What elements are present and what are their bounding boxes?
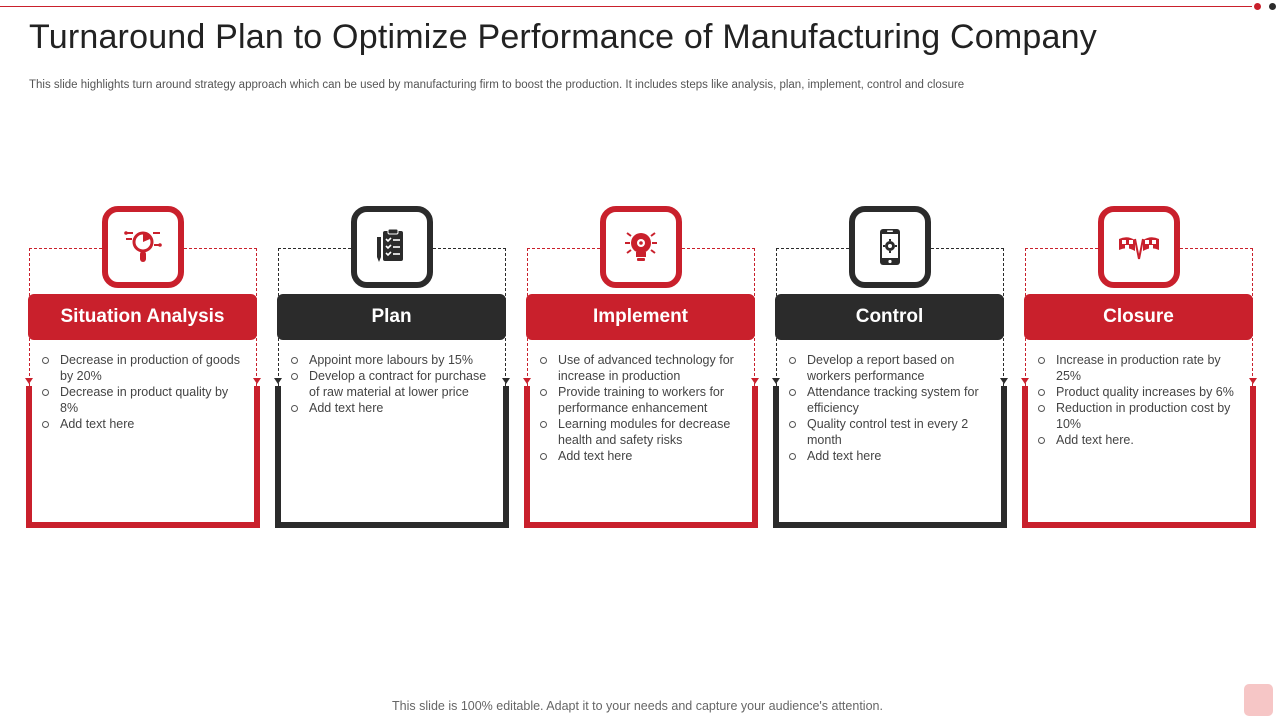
card-tick	[523, 378, 531, 384]
card-tick	[1000, 378, 1008, 384]
step-card-situation-analysis: Situation Analysis Decrease in productio…	[25, 206, 261, 528]
list-item[interactable]: Learning modules for decrease health and…	[538, 416, 744, 448]
list-item[interactable]: Attendance tracking system for efficienc…	[787, 384, 993, 416]
step-heading[interactable]: Plan	[277, 294, 506, 340]
list-item[interactable]: Add text here.	[1036, 432, 1242, 448]
list-item[interactable]: Add text here	[40, 416, 246, 432]
icon-frame	[1098, 206, 1180, 288]
card-tick	[502, 378, 510, 384]
step-bullets: Increase in production rate by 25% Produ…	[1036, 352, 1242, 448]
list-item[interactable]: Provide training to workers for performa…	[538, 384, 744, 416]
card-tick	[772, 378, 780, 384]
step-bullets: Appoint more labours by 15% Develop a co…	[289, 352, 495, 416]
step-heading[interactable]: Implement	[526, 294, 755, 340]
list-item[interactable]: Quality control test in every 2 month	[787, 416, 993, 448]
icon-frame	[102, 206, 184, 288]
step-bullets: Use of advanced technology for increase …	[538, 352, 744, 464]
step-heading[interactable]: Closure	[1024, 294, 1253, 340]
icon-frame	[600, 206, 682, 288]
card-tick	[1249, 378, 1257, 384]
card-tick	[751, 378, 759, 384]
step-card-closure: Closure Increase in production rate by 2…	[1021, 206, 1257, 528]
card-bottom-border	[26, 386, 260, 528]
card-tick	[25, 378, 33, 384]
list-item[interactable]: Decrease in product quality by 8%	[40, 384, 246, 416]
list-item[interactable]: Add text here	[289, 400, 495, 416]
step-bullets: Decrease in production of goods by 20% D…	[40, 352, 246, 432]
accent-dot-dark	[1269, 3, 1276, 10]
card-bottom-border	[275, 386, 509, 528]
magnifier-chart-icon	[114, 218, 172, 276]
list-item[interactable]: Product quality increases by 6%	[1036, 384, 1242, 400]
list-item[interactable]: Decrease in production of goods by 20%	[40, 352, 246, 384]
slide-footer[interactable]: This slide is 100% editable. Adapt it to…	[392, 699, 883, 713]
card-tick	[253, 378, 261, 384]
step-card-plan: Plan Appoint more labours by 15% Develop…	[274, 206, 510, 528]
top-rule	[0, 6, 1252, 7]
lightbulb-gear-icon	[612, 218, 670, 276]
card-bottom-border	[773, 386, 1007, 528]
corner-tab	[1244, 684, 1273, 716]
step-bullets: Develop a report based on workers perfor…	[787, 352, 993, 464]
list-item[interactable]: Increase in production rate by 25%	[1036, 352, 1242, 384]
icon-frame	[849, 206, 931, 288]
card-bottom-border	[524, 386, 758, 528]
list-item[interactable]: Add text here	[538, 448, 744, 464]
card-bottom-border	[1022, 386, 1256, 528]
card-tick	[1021, 378, 1029, 384]
list-item[interactable]: Develop a report based on workers perfor…	[787, 352, 993, 384]
step-card-implement: Implement Use of advanced technology for…	[523, 206, 759, 528]
list-item[interactable]: Add text here	[787, 448, 993, 464]
list-item[interactable]: Reduction in production cost by 10%	[1036, 400, 1242, 432]
icon-frame	[351, 206, 433, 288]
card-tick	[274, 378, 282, 384]
steps-row: Situation Analysis Decrease in productio…	[0, 206, 1280, 536]
list-item[interactable]: Appoint more labours by 15%	[289, 352, 495, 368]
list-item[interactable]: Use of advanced technology for increase …	[538, 352, 744, 384]
accent-dot-red	[1254, 3, 1261, 10]
checkered-flags-icon	[1110, 218, 1168, 276]
step-heading[interactable]: Control	[775, 294, 1004, 340]
slide-subtitle[interactable]: This slide highlights turn around strate…	[29, 79, 965, 91]
slide-title[interactable]: Turnaround Plan to Optimize Performance …	[29, 18, 1097, 56]
checklist-clipboard-icon	[363, 218, 421, 276]
mobile-settings-icon	[861, 218, 919, 276]
list-item[interactable]: Develop a contract for purchase of raw m…	[289, 368, 495, 400]
step-heading[interactable]: Situation Analysis	[28, 294, 257, 340]
step-card-control: Control Develop a report based on worker…	[772, 206, 1008, 528]
